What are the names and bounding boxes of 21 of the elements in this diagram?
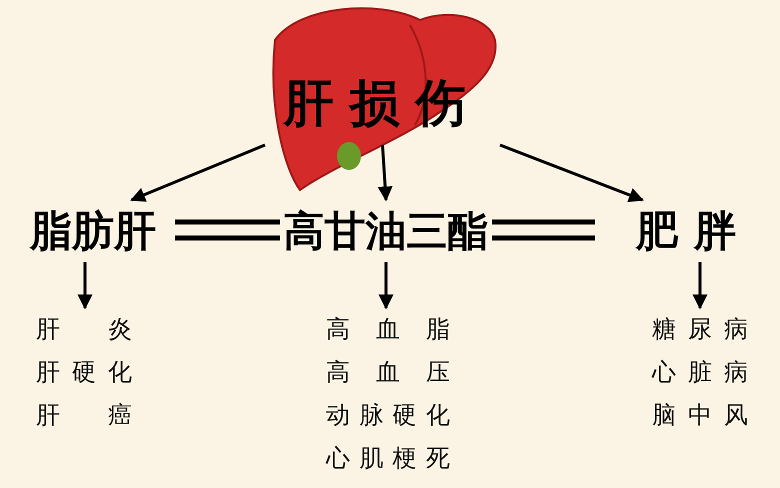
list-item: 肝癌 (36, 400, 132, 431)
list-item: 脑中风 (652, 400, 748, 431)
title-text: 肝损伤 (282, 73, 482, 134)
list-item: 动脉硬化 (326, 400, 450, 431)
list-item: 高血脂 (326, 314, 450, 345)
list-item: 心肌梗死 (326, 443, 450, 474)
arrow (499, 144, 644, 202)
equals-connector (490, 220, 598, 240)
category-label: 高甘油三酯 (282, 206, 490, 256)
list-item: 高血压 (326, 357, 450, 388)
list-item: 肝炎 (36, 314, 132, 345)
arrow (78, 262, 92, 310)
arrow (130, 144, 266, 202)
arrow (378, 262, 394, 310)
category-label: 肥胖 (634, 205, 752, 257)
equals-connector (172, 220, 282, 240)
list-item: 糖尿病 (652, 314, 748, 345)
arrow (692, 262, 708, 310)
category-label: 脂肪肝 (30, 205, 157, 257)
list-item: 肝硬化 (36, 357, 132, 388)
list-item: 心脏病 (652, 357, 748, 388)
